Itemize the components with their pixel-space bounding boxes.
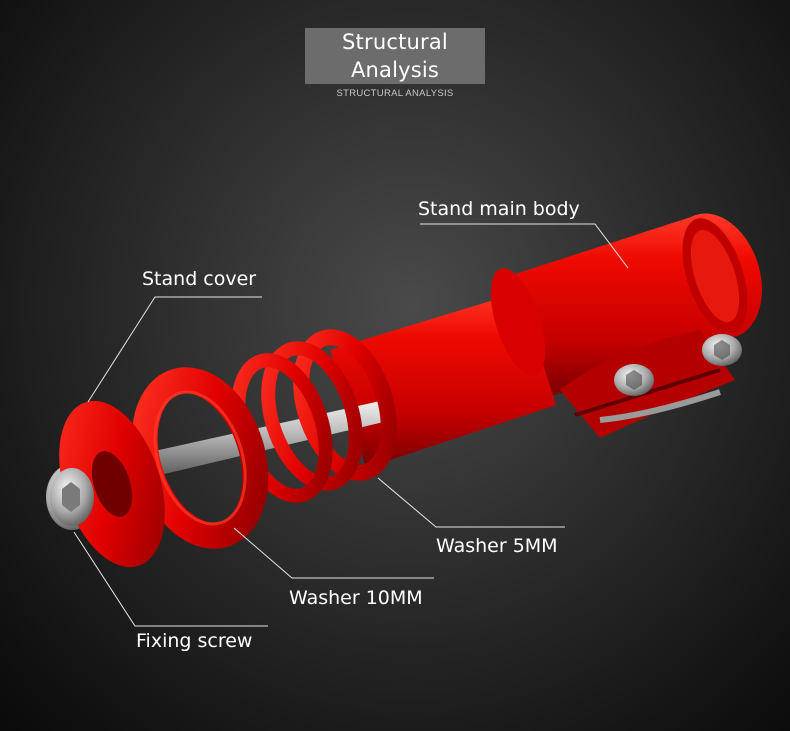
- clamp-bolt-lower: [614, 364, 654, 396]
- title-box: Structural Analysis: [305, 28, 485, 84]
- clamp-bolt-shanks: [599, 389, 721, 423]
- washer-5mm: [231, 329, 397, 503]
- page-subtitle: STRUCTURAL ANALYSIS: [336, 88, 454, 99]
- page-title-line-1: Structural: [342, 30, 448, 54]
- page-title-line-2: Analysis: [350, 58, 440, 82]
- hex-socket-icon: [62, 482, 80, 512]
- stand-cover: [59, 400, 165, 568]
- label-washer-5mm: Washer 5MM: [436, 535, 558, 557]
- label-stand-cover: Stand cover: [142, 268, 257, 290]
- label-fixing-screw: Fixing screw: [136, 630, 253, 652]
- leader-lines: [73, 223, 629, 627]
- label-stand-main-body: Stand main body: [418, 198, 580, 220]
- label-washer-10mm: Washer 10MM: [289, 587, 423, 609]
- clamp-bolt-upper: [702, 334, 742, 366]
